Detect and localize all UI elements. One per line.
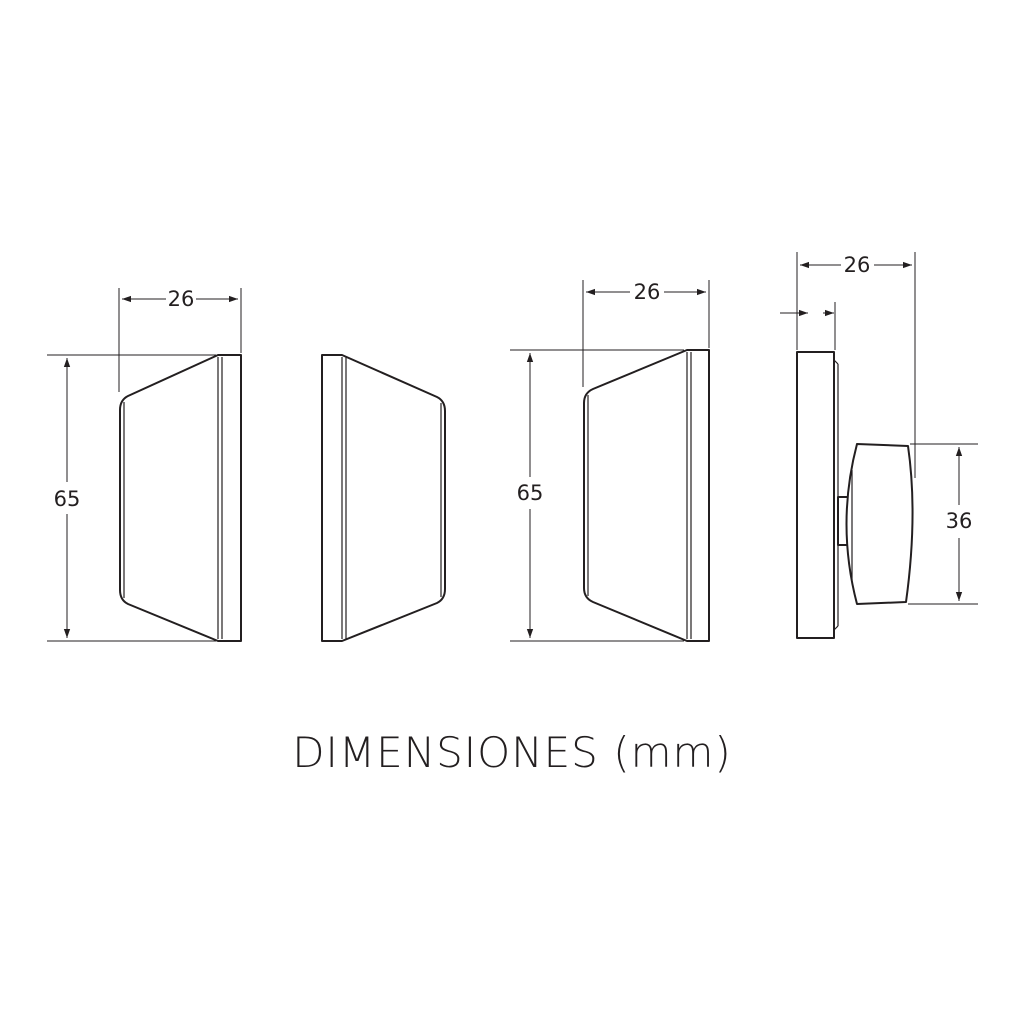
view4-handle-label: 36 — [946, 509, 973, 533]
view4-width-label: 26 — [844, 253, 871, 277]
view-1-profile: 26 65 — [47, 287, 242, 642]
view-2-profile — [321, 354, 446, 642]
view3-height-label: 65 — [517, 481, 544, 505]
view-3-profile: 26 65 — [510, 280, 710, 642]
view-4-side: 26 36 — [780, 252, 978, 639]
view1-width-label: 26 — [168, 287, 195, 311]
view3-width-label: 26 — [634, 280, 661, 304]
dimensions-caption: DIMENSIONES (mm) — [292, 728, 732, 777]
view1-height-label: 65 — [54, 487, 81, 511]
